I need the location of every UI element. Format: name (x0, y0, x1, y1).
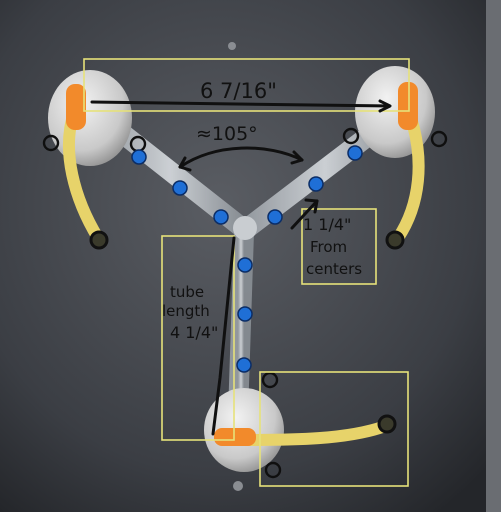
screw-top (228, 42, 236, 50)
hose-bottom (234, 419, 394, 446)
blue-marker-1 (131, 149, 147, 165)
blue-marker-9 (236, 357, 252, 373)
blue-marker-8 (237, 306, 253, 322)
open-circles (42, 127, 448, 479)
highlight-boxes (83, 58, 410, 487)
elbows (66, 82, 418, 446)
ink-angle-arc (178, 146, 304, 169)
open-circle-4 (430, 130, 448, 148)
elbow-top-left (66, 84, 86, 130)
blue-marker-5 (308, 176, 324, 192)
open-circle-5 (261, 371, 279, 389)
open-circle-6 (264, 461, 282, 479)
box-top-measure (83, 58, 410, 112)
ink-tube-length-line (211, 236, 236, 436)
label-spacing-value: 1 1/4" (303, 215, 351, 234)
elbow-bottom (214, 428, 256, 446)
label-angle: ≈105° (196, 123, 258, 145)
blue-marker-3 (213, 209, 229, 225)
ink-spacing-arrow (304, 198, 319, 214)
label-tube: tube (170, 283, 204, 301)
ink-spacing-line (290, 199, 319, 230)
ink-angle-arrow-right (290, 150, 304, 165)
tube-junction (233, 216, 257, 240)
label-spacing-from: From (310, 238, 347, 256)
box-spacing (301, 208, 377, 285)
open-circle-1 (42, 134, 60, 152)
blue-marker-4 (347, 145, 363, 161)
blue-markers (131, 145, 363, 373)
fitting-top-left (48, 70, 132, 166)
ink-width-line (90, 100, 390, 108)
label-top-width: 6 7/16" (200, 79, 277, 103)
elbow-top-right (398, 82, 418, 130)
end-marker-bottom (377, 414, 397, 434)
end-marker-right (385, 230, 405, 250)
ink-lines (90, 99, 392, 436)
box-bottom-fitting (259, 371, 409, 487)
box-tube-length (161, 235, 235, 441)
ink-width-arrow (378, 99, 392, 113)
ink-angle-arrow-left (178, 156, 192, 172)
hose-right (392, 109, 425, 244)
end-marker-left (89, 230, 109, 250)
hose-end-markers (89, 230, 405, 434)
label-spacing-centers: centers (306, 260, 362, 278)
label-tube-value: 4 1/4" (170, 323, 218, 342)
blue-marker-6 (267, 209, 283, 225)
panel-edge (486, 0, 501, 512)
label-length: length (162, 302, 210, 320)
blue-marker-7 (237, 257, 253, 273)
open-circle-3 (342, 127, 360, 145)
blue-marker-2 (172, 180, 188, 196)
screw-bottom (233, 481, 243, 491)
